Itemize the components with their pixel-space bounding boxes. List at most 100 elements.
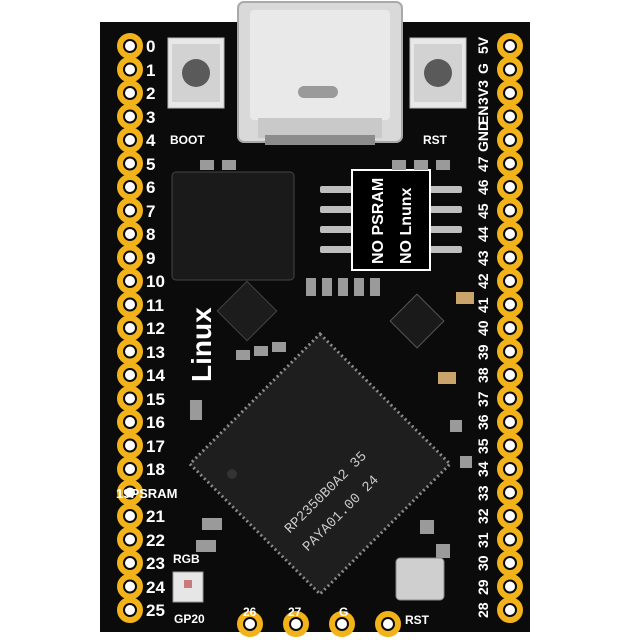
- left-pin-pad[interactable]: [117, 432, 143, 459]
- right-pin-pad[interactable]: [497, 268, 523, 294]
- left-pin-pad[interactable]: [117, 291, 143, 318]
- left-pin-pad[interactable]: [117, 597, 143, 623]
- left-pin-pad[interactable]: [117, 362, 143, 388]
- left-pin-pad[interactable]: [117, 385, 143, 412]
- right-pin-pad[interactable]: [497, 33, 523, 59]
- right-pin-pad[interactable]: [497, 573, 523, 600]
- rp2350-chip: [187, 331, 453, 597]
- left-pin-pad[interactable]: [117, 244, 143, 271]
- left-pin-pad[interactable]: [117, 456, 143, 482]
- left-pin-pad-hole: [125, 464, 135, 474]
- capacitor: [438, 372, 456, 384]
- left-pin-pad-hole: [125, 558, 135, 568]
- right-pin-pad-hole: [505, 417, 515, 427]
- bottom-pin-pad[interactable]: [329, 611, 355, 637]
- left-pin-pad-hole: [125, 205, 135, 216]
- right-pin-pad[interactable]: [497, 503, 523, 529]
- left-pin-pad[interactable]: [117, 315, 143, 341]
- right-pin-pad[interactable]: [497, 338, 523, 365]
- left-pin-pad[interactable]: [117, 268, 143, 294]
- left-pin-pad[interactable]: [117, 150, 143, 177]
- boot-label: BOOT: [170, 133, 205, 147]
- left-pin-pad[interactable]: [117, 80, 143, 106]
- right-pin-pad[interactable]: [497, 362, 523, 388]
- rst-button[interactable]: [409, 37, 467, 109]
- right-pin-label: GND: [475, 120, 491, 152]
- right-pin-pad-hole: [505, 605, 515, 615]
- right-pin-pad[interactable]: [497, 291, 523, 318]
- right-pin-label: 40: [475, 320, 491, 336]
- left-pin-pad[interactable]: [117, 56, 143, 83]
- left-pin-pad[interactable]: [117, 221, 143, 247]
- right-pin-pad[interactable]: [497, 103, 523, 130]
- bottom-pin-pad[interactable]: [237, 611, 263, 637]
- left-pin-pad[interactable]: [117, 197, 143, 224]
- right-pin-pad-hole: [505, 205, 515, 216]
- right-pin-pad[interactable]: [497, 197, 523, 224]
- left-pin-pad[interactable]: [117, 503, 143, 529]
- right-pin-pad-hole: [505, 393, 515, 404]
- right-pin-label: 34: [475, 461, 491, 477]
- left-pin-label: 21: [146, 507, 165, 526]
- right-pin-label: 5V: [475, 36, 491, 54]
- left-pin-pad[interactable]: [117, 573, 143, 600]
- left-pin-pad-hole: [125, 158, 135, 169]
- right-pin-pad-hole: [505, 64, 515, 75]
- linux-label: Linux: [186, 307, 217, 382]
- right-pin-pad[interactable]: [497, 550, 523, 576]
- bottom-pin-label: 26: [243, 605, 257, 619]
- right-pin-pad[interactable]: [497, 56, 523, 83]
- left-pin-pad[interactable]: [117, 174, 143, 200]
- left-pin-pad[interactable]: [117, 526, 143, 553]
- right-pin-pad[interactable]: [497, 526, 523, 553]
- right-pin-pad-hole: [505, 229, 515, 239]
- right-pin-pad[interactable]: [497, 221, 523, 247]
- left-pin-label: 10: [146, 272, 165, 291]
- boot-button[interactable]: [167, 37, 225, 109]
- left-pin-pad[interactable]: [117, 409, 143, 435]
- left-pin-pad[interactable]: [117, 127, 143, 153]
- left-pin-pad-hole: [125, 487, 135, 498]
- right-pin-label: 31: [475, 531, 491, 548]
- right-pin-pad[interactable]: [497, 597, 523, 623]
- right-pin-pad[interactable]: [497, 127, 523, 153]
- left-pin-pad-hole: [125, 299, 135, 310]
- right-pin-pad[interactable]: [497, 315, 523, 341]
- right-pin-pad[interactable]: [497, 150, 523, 177]
- right-pin-pad[interactable]: [497, 409, 523, 435]
- left-pin-pad-hole: [125, 581, 135, 592]
- left-pin-pad[interactable]: [117, 33, 143, 59]
- right-pad-column: [497, 33, 523, 623]
- right-pin-pad-hole: [505, 182, 515, 192]
- left-pin-label: 23: [146, 554, 165, 573]
- left-pin-label: 13: [146, 342, 165, 362]
- right-pin-pad[interactable]: [497, 479, 523, 506]
- right-pin-pad[interactable]: [497, 456, 523, 482]
- right-pin-label: 38: [475, 367, 491, 383]
- left-pin-pad-hole: [125, 511, 135, 521]
- left-pin-pad[interactable]: [117, 479, 143, 506]
- left-pin-pad-hole: [125, 252, 135, 263]
- right-pin-pad-hole: [505, 135, 515, 145]
- left-pin-pad-hole: [125, 346, 135, 357]
- left-pin-pad[interactable]: [117, 550, 143, 576]
- right-pin-pad[interactable]: [497, 432, 523, 459]
- crystal: [395, 557, 445, 601]
- right-pin-pad[interactable]: [497, 174, 523, 200]
- bottom-pin-pad[interactable]: [375, 611, 401, 637]
- right-pin-pad[interactable]: [497, 80, 523, 106]
- bottom-pin-label: G: [339, 605, 349, 619]
- right-pin-label: 29: [475, 578, 491, 595]
- right-pin-label: 30: [475, 555, 491, 571]
- left-pin-pad[interactable]: [117, 338, 143, 365]
- left-pin-pad[interactable]: [117, 103, 143, 130]
- right-pin-label: 42: [475, 273, 491, 289]
- left-pin-pad-hole: [125, 605, 135, 615]
- bottom-pin-pad[interactable]: [283, 611, 309, 637]
- psram-note-box: [351, 169, 431, 271]
- no-lnunx-text: NO Lnunx: [398, 187, 415, 264]
- left-pin-pad-hole: [125, 135, 135, 145]
- right-pin-pad[interactable]: [497, 244, 523, 271]
- right-pin-pad[interactable]: [497, 385, 523, 412]
